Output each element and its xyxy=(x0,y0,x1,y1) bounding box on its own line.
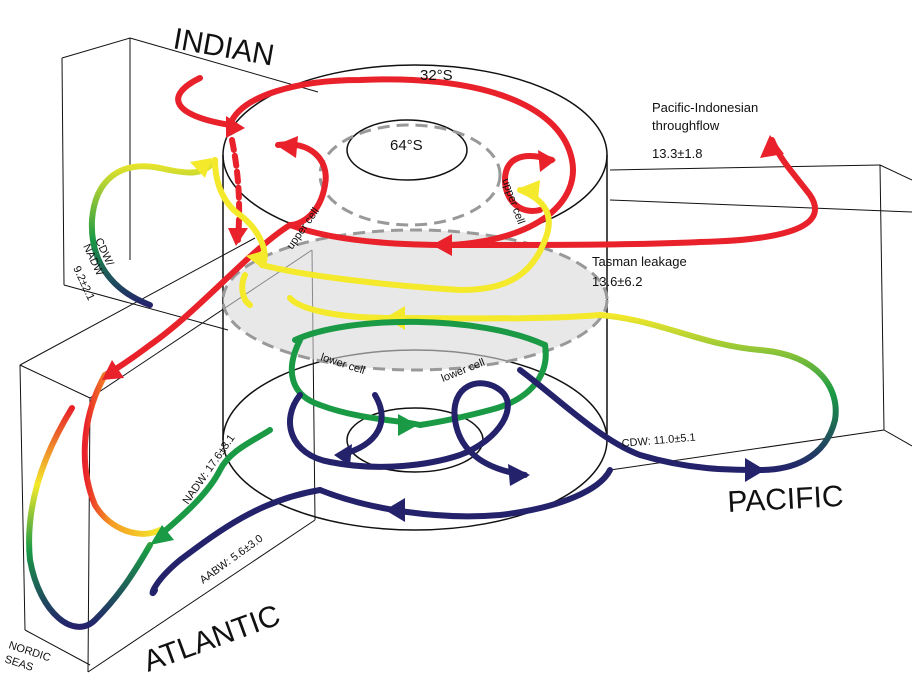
inner-isopycnal xyxy=(318,123,502,227)
nadw-label: NADW: 17.6±3.1 xyxy=(181,432,238,506)
pacific-indonesian-value: 13.3±1.8 xyxy=(652,146,703,161)
latitude-32s-label: 32°S xyxy=(420,67,453,84)
upper-cell-label-right: upper cell xyxy=(499,177,527,226)
bottom-water-flow xyxy=(149,367,765,597)
cdw-pacific-label: CDW: 11.0±5.1 xyxy=(621,432,696,450)
upper-cell-flow xyxy=(26,75,818,630)
isopycnal-surface xyxy=(221,228,609,372)
indian-basin-box xyxy=(61,37,319,331)
pacific-indonesian-label-2: throughflow xyxy=(652,118,720,133)
tasman-leakage-value: 13.6±6.2 xyxy=(592,274,643,289)
lower-cell-flow xyxy=(150,318,549,545)
tasman-leakage-label: Tasman leakage xyxy=(592,254,687,269)
pacific-basin-box xyxy=(609,164,912,471)
latitude-64s-label: 64°S xyxy=(390,137,423,154)
upper-inner-ring xyxy=(346,119,468,181)
pacific-indonesian-label-1: Pacific-Indonesian xyxy=(652,100,758,115)
pacific-basin-label: PACIFIC xyxy=(727,480,845,519)
atlantic-basin-label: ATLANTIC xyxy=(139,599,284,678)
southern-ocean-cylinder xyxy=(221,64,609,531)
